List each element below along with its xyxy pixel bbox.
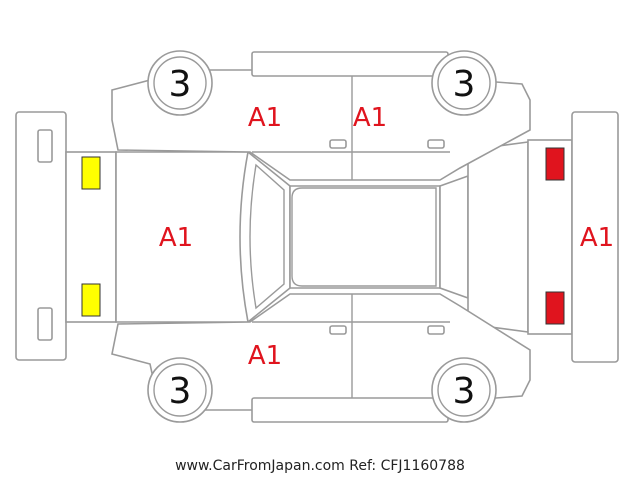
wheel-rear-right: 3 xyxy=(431,50,497,116)
wheel-front-left: 3 xyxy=(147,357,213,423)
roof-panel xyxy=(289,185,441,289)
wheel-front-right: 3 xyxy=(147,50,213,116)
source-reference: www.CarFromJapan.com Ref: CFJ1160788 xyxy=(175,458,465,474)
front-bumper-notch-top xyxy=(37,129,53,163)
wheel-rear-right-grade: 3 xyxy=(453,64,476,105)
grade-front-door-left: A1 xyxy=(248,341,282,371)
rear-lamp-bottom xyxy=(545,291,565,325)
windshield xyxy=(239,150,291,324)
rear-bumper xyxy=(571,111,619,363)
front-bumper-notch-bottom xyxy=(37,307,53,341)
top-rocker-panel xyxy=(251,51,449,77)
grade-rear-door-right: A1 xyxy=(353,103,387,133)
rear-hatch xyxy=(467,141,529,333)
rear-door-handle-top xyxy=(427,139,445,149)
grade-hood: A1 xyxy=(159,223,193,253)
windshield-inner xyxy=(249,163,285,310)
rear-door-handle-bottom xyxy=(427,325,445,335)
grade-front-door-right: A1 xyxy=(248,103,282,133)
bottom-rocker-panel xyxy=(251,397,449,423)
front-door-handle-top xyxy=(329,139,347,149)
front-door-handle-bottom xyxy=(329,325,347,335)
rear-lamp-top xyxy=(545,147,565,181)
bottom-side-outline xyxy=(111,293,531,411)
front-lamp-bottom xyxy=(81,283,101,317)
front-lamp-top xyxy=(81,156,101,190)
wheel-rear-left-grade: 3 xyxy=(453,371,476,412)
roof-inner xyxy=(291,187,437,287)
wheel-front-left-grade: 3 xyxy=(169,371,192,412)
rear-window xyxy=(439,174,469,300)
grade-rear-bumper: A1 xyxy=(580,223,614,253)
wheel-front-right-grade: 3 xyxy=(169,64,192,105)
wheel-rear-left: 3 xyxy=(431,357,497,423)
